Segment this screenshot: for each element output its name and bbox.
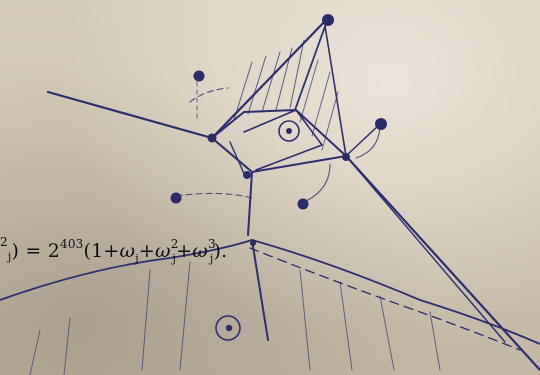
ink-dot-icon: [208, 134, 217, 143]
edge-top-right: [212, 18, 328, 138]
vertical-drop: [252, 240, 268, 340]
edge-down: [248, 172, 252, 235]
edge-top-right-3: [325, 26, 346, 156]
edge-bottom-long: [346, 156, 540, 370]
dashed-left: [176, 88, 252, 198]
edge-center: [212, 138, 252, 172]
ink-dot-icon: [171, 193, 182, 204]
formula-overlay: 2j) = 2403(1+ωj+ω2j+ω3j).: [0, 238, 227, 264]
lower-line-left: [30, 318, 70, 375]
lower-hatch: [142, 262, 440, 370]
ink-dot-icon: [243, 171, 251, 179]
ink-dot-icon: [322, 14, 334, 26]
ink-circle-dot-icon: [286, 128, 292, 134]
central-face: [212, 110, 346, 172]
ink-dot-icon: [194, 71, 205, 82]
ink-dot-icon: [298, 199, 309, 210]
edge-to-dot-right: [346, 124, 380, 156]
formula-fragment: 2j: [0, 244, 11, 259]
lower-dashed: [250, 248, 520, 350]
ink-dot-icon: [342, 153, 350, 161]
edge-left-long: [48, 92, 212, 138]
ink-dot-icon: [375, 118, 387, 130]
ink-dot-icon: [250, 240, 256, 246]
edge-center-2: [230, 142, 246, 178]
ink-circle-dot-icon: [226, 325, 232, 331]
